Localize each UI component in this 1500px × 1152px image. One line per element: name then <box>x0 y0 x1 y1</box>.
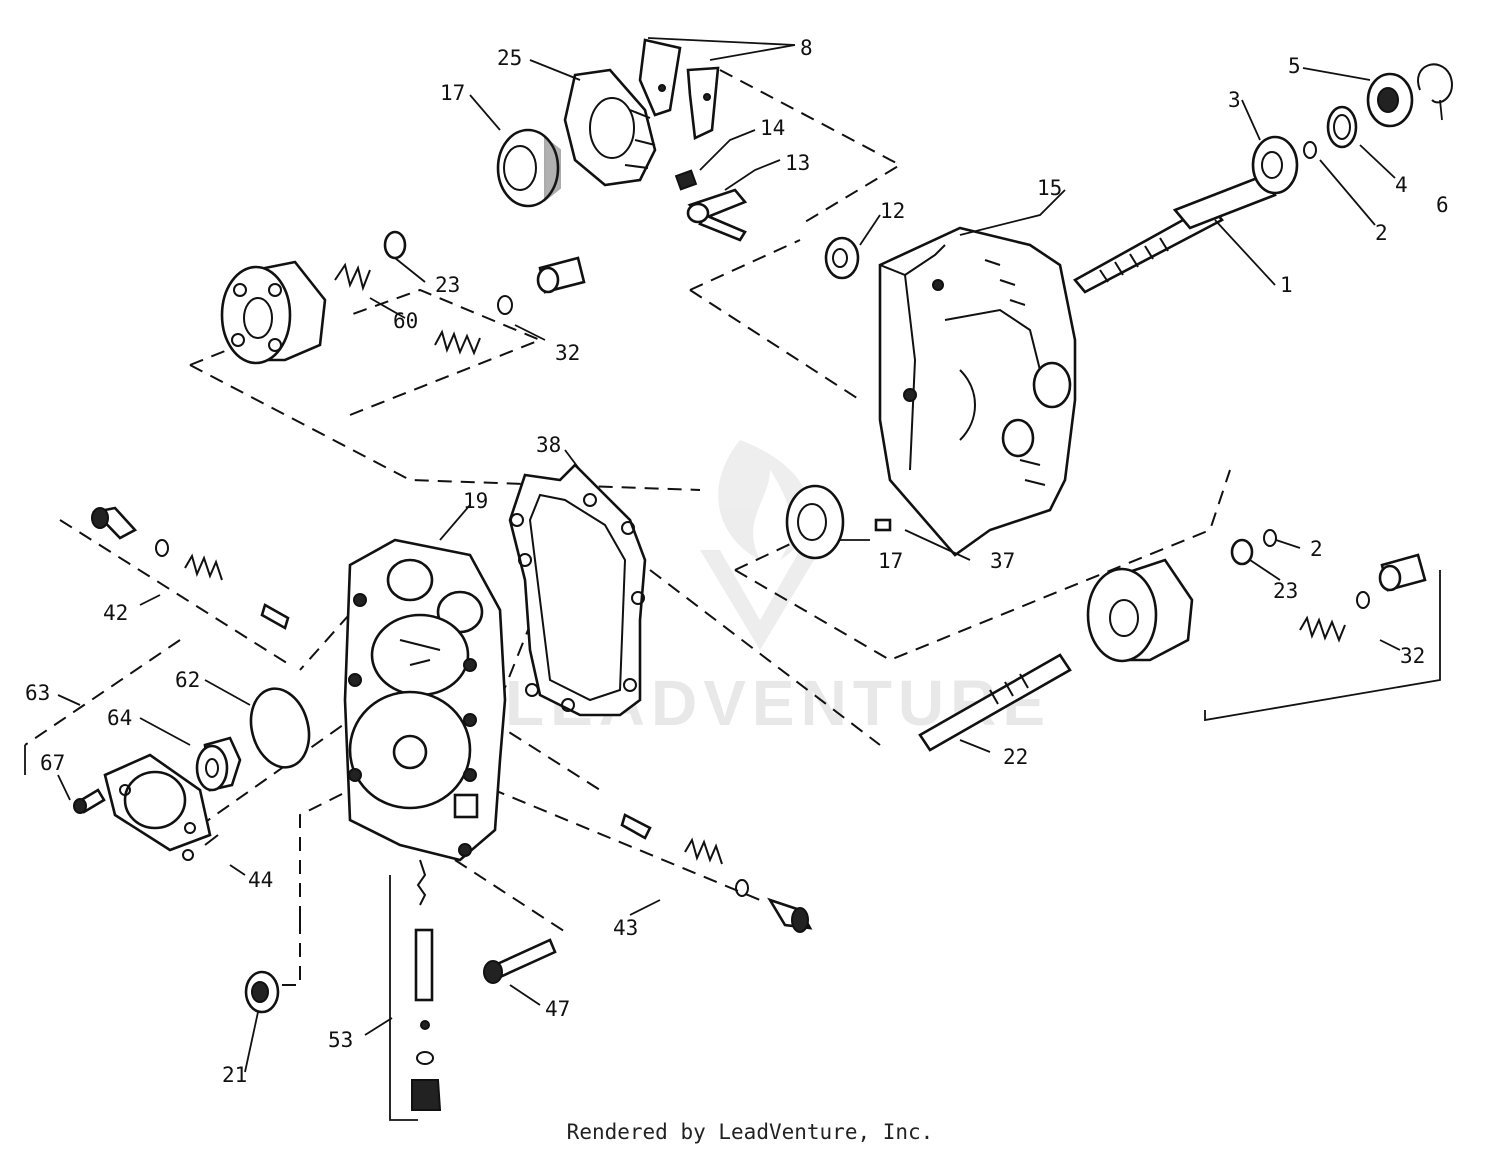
callout-labels: 8 25 17 14 13 15 12 5 3 4 6 2 1 23 60 32… <box>25 36 1449 1087</box>
callout-32-top: 32 <box>555 341 580 365</box>
part-4-washer <box>1326 105 1358 149</box>
part-38-gasket <box>508 463 647 717</box>
part-14-slider-block <box>674 169 698 191</box>
callout-63: 63 <box>25 681 50 705</box>
part-44-pin-and-ball <box>182 834 219 861</box>
callout-53: 53 <box>328 1028 353 1052</box>
callout-2-lower: 2 <box>1310 537 1323 561</box>
part-43-relief-valve <box>620 813 813 933</box>
callout-64: 64 <box>107 706 132 730</box>
part-6-retaining-ring <box>1417 63 1453 104</box>
callout-13: 13 <box>785 151 810 175</box>
part-23-washer-lower <box>1230 538 1254 566</box>
part-63-charge-pump-cover <box>103 753 212 852</box>
part-53-bypass-valve <box>411 859 442 1111</box>
callout-60: 60 <box>393 309 418 333</box>
part-47-bolt <box>483 938 557 984</box>
callout-5: 5 <box>1288 54 1301 78</box>
part-67-screw <box>73 788 106 814</box>
callout-25: 25 <box>497 46 522 70</box>
dashed-assembly-lines <box>24 69 1231 986</box>
part-15-center-housing <box>878 226 1077 557</box>
part-60-spring <box>334 262 371 292</box>
part-13-trunnion-arm <box>686 188 748 242</box>
part-17-seal-lower <box>785 484 845 560</box>
part-37-dowel-pin <box>874 518 892 532</box>
callout-32-lower: 32 <box>1400 644 1425 668</box>
part-32-check-valve-top <box>434 256 586 356</box>
callout-1: 1 <box>1280 273 1293 297</box>
callout-23-lower: 23 <box>1273 579 1298 603</box>
part-21-seal <box>244 970 280 1014</box>
part-2-oring-lower <box>1263 529 1277 547</box>
callout-42: 42 <box>103 601 128 625</box>
leader-lines <box>24 37 1443 1121</box>
cylinder-block-lower <box>1086 558 1194 663</box>
part-64-charge-pump-gerotor <box>195 736 242 792</box>
part-5-bearing <box>1366 72 1414 128</box>
part-19-end-cap <box>343 538 507 862</box>
part-62-oring <box>249 687 311 769</box>
footer-credit: Rendered by LeadVenture, Inc. <box>566 1120 934 1144</box>
callout-67: 67 <box>40 751 65 775</box>
callout-44: 44 <box>248 868 273 892</box>
callout-3: 3 <box>1228 88 1241 112</box>
callout-4: 4 <box>1395 173 1408 197</box>
callout-38: 38 <box>536 433 561 457</box>
part-12-seal <box>824 236 860 280</box>
callout-21: 21 <box>222 1063 247 1087</box>
callout-62: 62 <box>175 668 200 692</box>
part-8-thrust-plates <box>638 38 720 140</box>
callout-6: 6 <box>1436 193 1449 217</box>
callout-8: 8 <box>800 36 813 60</box>
part-3-bearing <box>1251 135 1299 195</box>
part-1-input-shaft <box>1072 173 1277 294</box>
part-23-washer-top <box>383 230 407 260</box>
callout-43: 43 <box>613 916 638 940</box>
part-42-relief-valve <box>91 506 290 630</box>
callout-15: 15 <box>1037 176 1062 200</box>
callout-47: 47 <box>545 997 570 1021</box>
callout-2-top: 2 <box>1375 221 1388 245</box>
callout-23-top: 23 <box>435 273 460 297</box>
callout-14: 14 <box>760 116 785 140</box>
callout-17-top: 17 <box>440 81 465 105</box>
callout-17-lower: 17 <box>878 549 903 573</box>
part-17-seal-top <box>496 128 561 208</box>
part-32-check-valve-lower <box>1299 553 1427 643</box>
callout-22: 22 <box>1003 745 1028 769</box>
callout-37: 37 <box>990 549 1015 573</box>
part-22-motor-shaft <box>918 653 1072 752</box>
part-25-pump-housing <box>563 68 657 187</box>
callout-19: 19 <box>463 489 488 513</box>
part-2-oring-top <box>1303 141 1317 159</box>
callout-12: 12 <box>880 199 905 223</box>
cylinder-block-top <box>220 260 327 365</box>
